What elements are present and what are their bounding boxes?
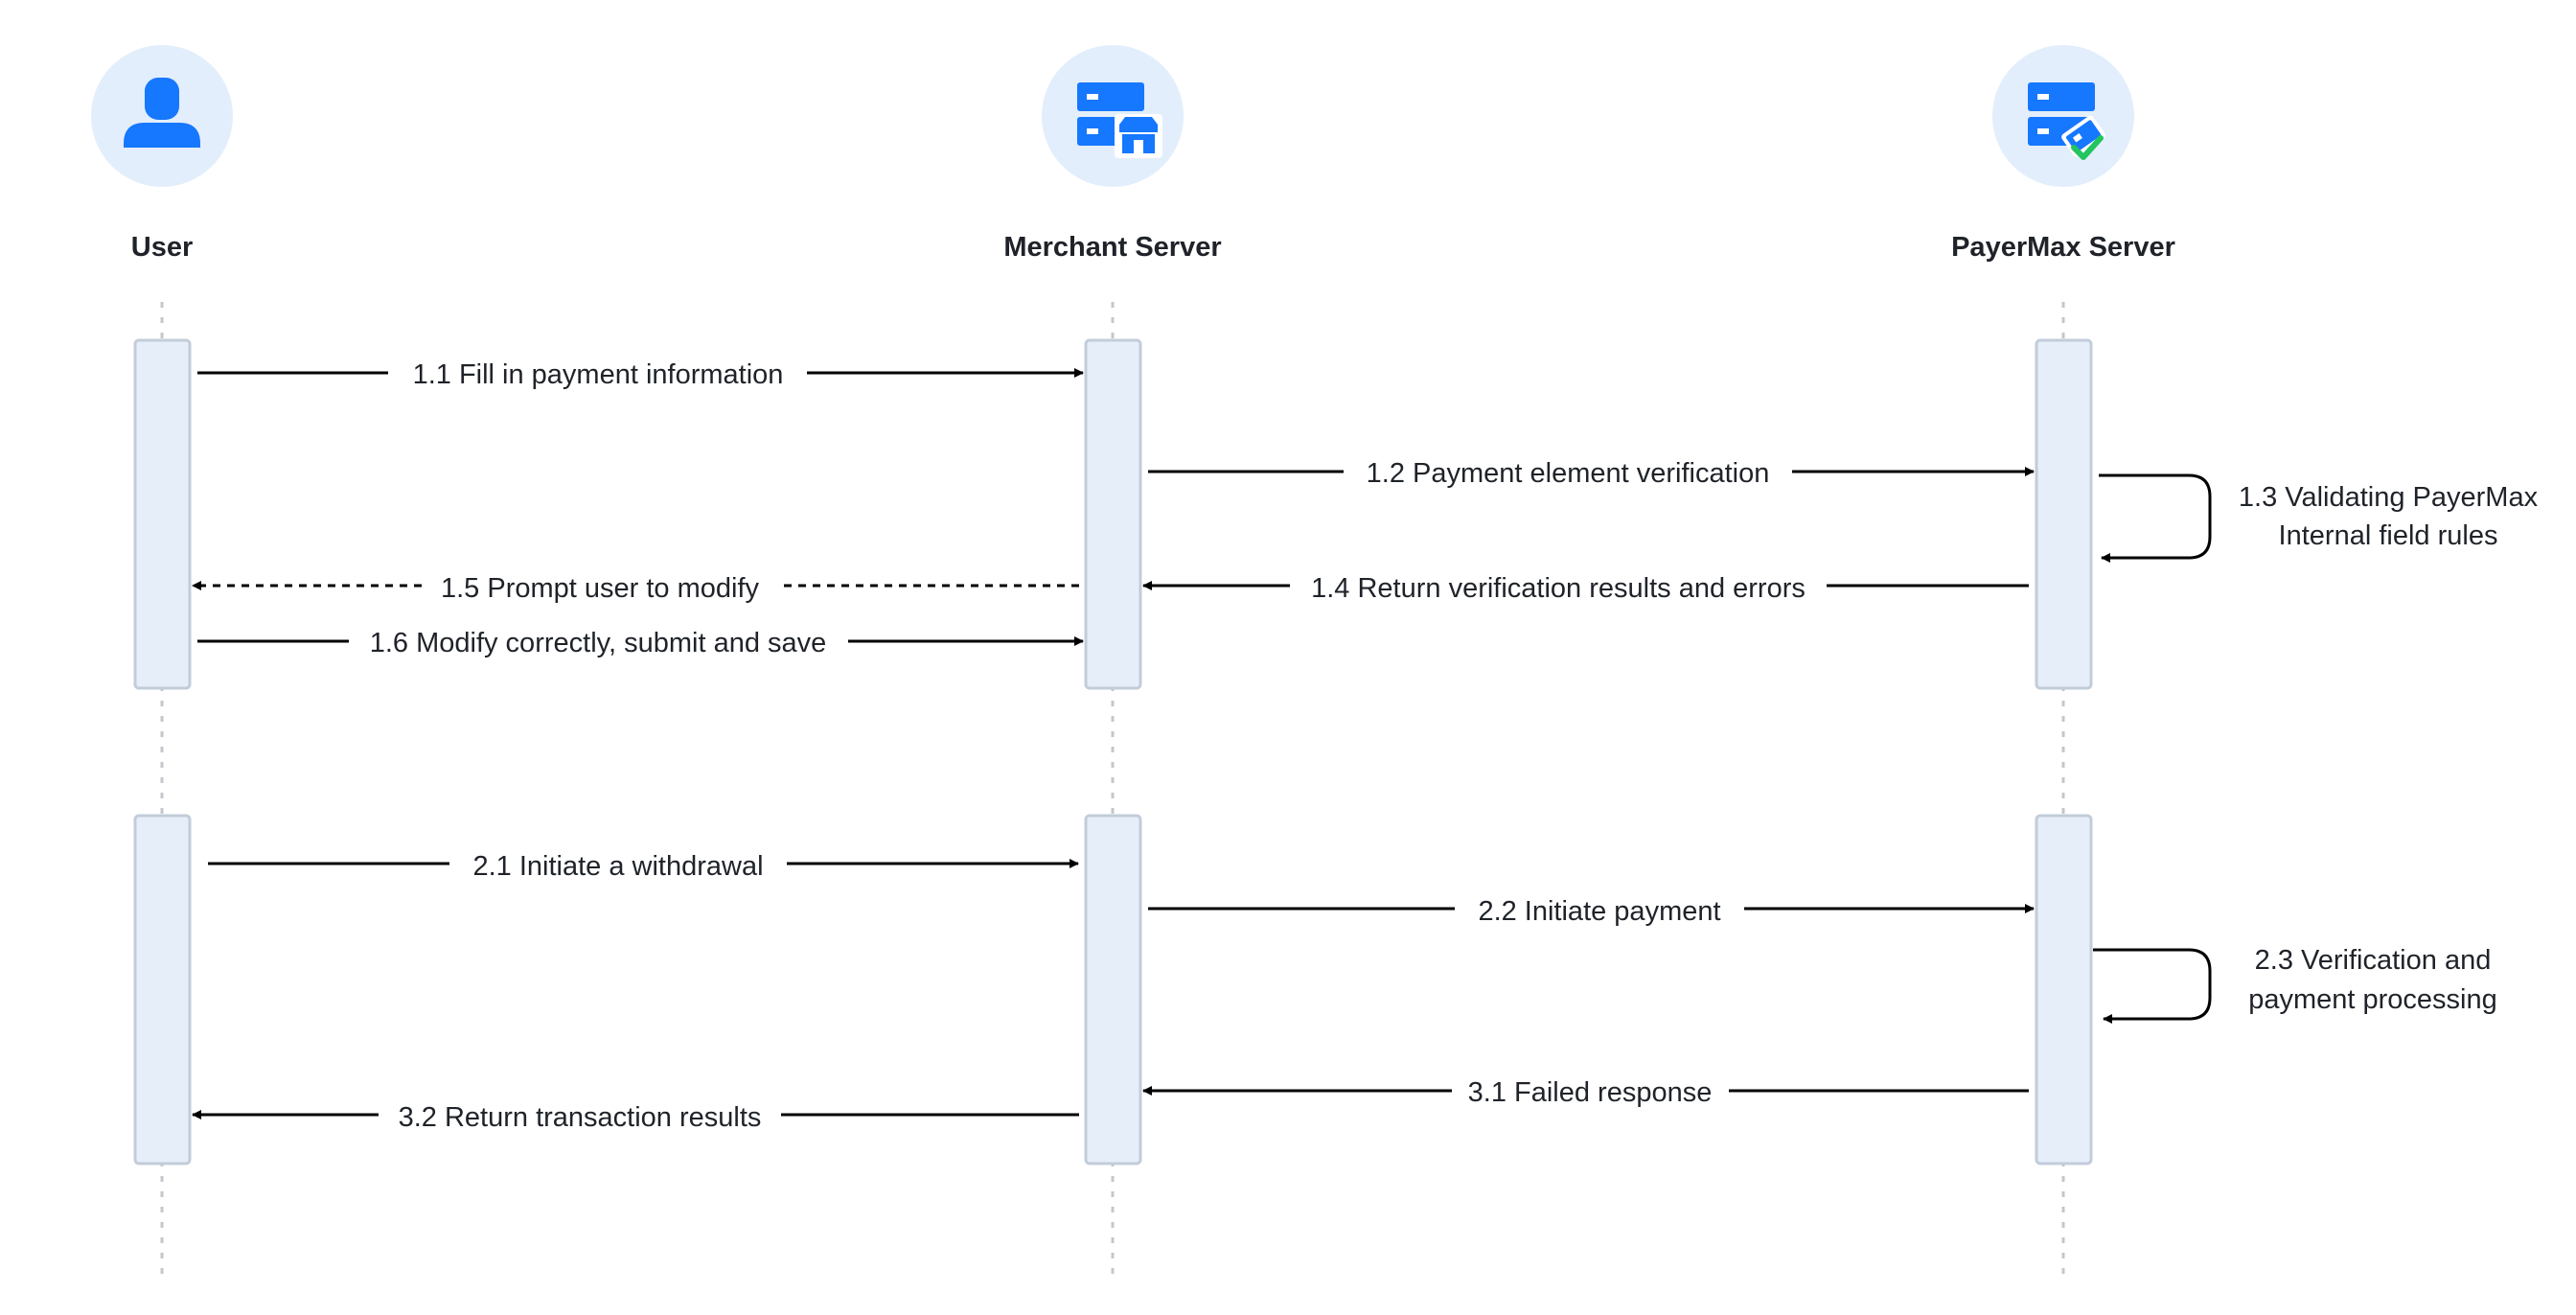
message-label-2-3-line1: 2.3 Verification and <box>2255 945 2492 976</box>
actor-label-user: User <box>131 232 194 263</box>
message-1-1: 1.1 Fill in payment information <box>197 359 1084 390</box>
message-label-3-2: 3.2 Return transaction results <box>399 1102 762 1133</box>
merchant-avatar-circle <box>1042 45 1184 187</box>
message-label-1-3-line1: 1.3 Validating PayerMax <box>2239 482 2539 513</box>
actor-user: User <box>91 45 233 263</box>
payermax-avatar-circle <box>1992 45 2134 187</box>
payermax-server-icon <box>2028 82 2105 160</box>
actor-payermax-server: PayerMax Server <box>1951 45 2175 263</box>
activation-payermax-2 <box>2035 814 2093 1165</box>
activation-payermax-1 <box>2035 338 2093 690</box>
message-2-2: 2.2 Initiate payment <box>1148 896 2035 927</box>
activation-merchant-1 <box>1084 338 1142 690</box>
message-3-1: 3.1 Failed response <box>1142 1077 2029 1108</box>
message-label-1-4: 1.4 Return verification results and erro… <box>1311 573 1806 604</box>
message-label-3-1: 3.1 Failed response <box>1468 1077 1713 1108</box>
activation-user-2 <box>133 814 192 1165</box>
message-1-3: 1.3 Validating PayerMax Internal field r… <box>2099 473 2539 563</box>
message-2-1: 2.1 Initiate a withdrawal <box>208 851 1079 882</box>
message-label-1-5: 1.5 Prompt user to modify <box>441 573 760 604</box>
activation-merchant-2 <box>1084 814 1142 1165</box>
message-2-3: 2.3 Verification and payment processing <box>2093 945 2497 1024</box>
message-label-1-1: 1.1 Fill in payment information <box>413 359 784 390</box>
message-3-2: 3.2 Return transaction results <box>192 1102 1079 1133</box>
message-label-1-6: 1.6 Modify correctly, submit and save <box>370 628 827 658</box>
message-label-2-3-line2: payment processing <box>2248 984 2497 1015</box>
message-1-4: 1.4 Return verification results and erro… <box>1142 573 2029 604</box>
message-label-2-1: 2.1 Initiate a withdrawal <box>472 851 763 882</box>
message-1-6: 1.6 Modify correctly, submit and save <box>197 628 1084 658</box>
message-1-2: 1.2 Payment element verification <box>1148 458 2035 489</box>
activation-user-1 <box>133 338 192 690</box>
merchant-server-icon <box>1077 82 1162 158</box>
actor-merchant-server: Merchant Server <box>1003 45 1222 263</box>
message-label-2-2: 2.2 Initiate payment <box>1478 896 1720 927</box>
message-label-1-2: 1.2 Payment element verification <box>1367 458 1770 489</box>
message-1-5: 1.5 Prompt user to modify <box>192 573 1079 604</box>
actor-label-payermax: PayerMax Server <box>1951 232 2175 263</box>
actor-label-merchant: Merchant Server <box>1003 232 1221 263</box>
message-label-1-3-line2: Internal field rules <box>2279 520 2498 551</box>
user-icon <box>124 78 200 148</box>
